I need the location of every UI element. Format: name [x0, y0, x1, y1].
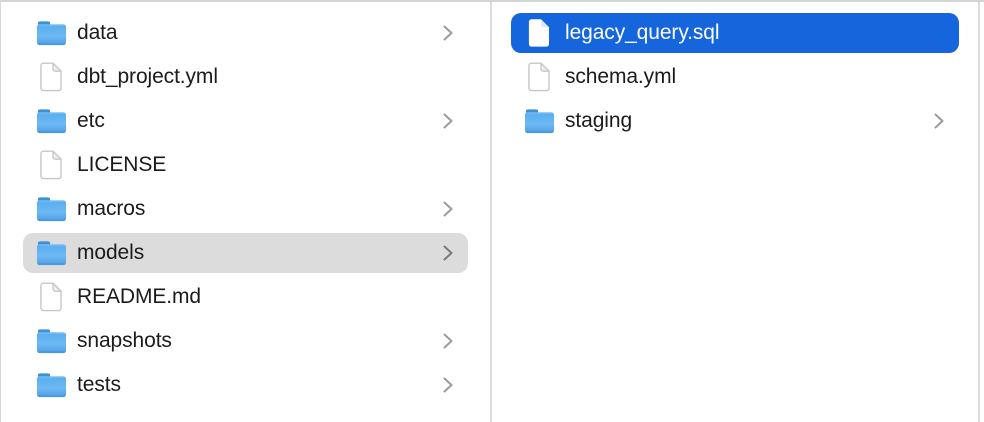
document-icon [523, 61, 555, 93]
file-row[interactable]: README.md [23, 277, 468, 317]
file-row[interactable]: macros [23, 189, 468, 229]
file-name: staging [565, 109, 633, 132]
file-name: schema.yml [565, 65, 677, 88]
folder-icon [35, 325, 67, 357]
chevron-right-icon [442, 332, 454, 350]
chevron-right-icon [442, 376, 454, 394]
file-row[interactable]: schema.yml [511, 57, 959, 97]
file-row[interactable]: LICENSE [23, 145, 468, 185]
document-icon [35, 149, 67, 181]
folder-icon [35, 105, 67, 137]
file-name: macros [77, 197, 146, 220]
chevron-right-icon [442, 200, 454, 218]
file-name: etc [77, 109, 105, 132]
file-name: models [77, 241, 145, 264]
file-row[interactable]: models [23, 233, 468, 273]
file-row[interactable]: etc [23, 101, 468, 141]
file-row[interactable]: snapshots [23, 321, 468, 361]
file-name: tests [77, 373, 121, 396]
file-name: README.md [77, 285, 201, 308]
models-parent-folder-column: data dbt_project.yml [1, 2, 490, 422]
file-name: legacy_query.sql [565, 21, 720, 44]
document-icon [35, 281, 67, 313]
folder-icon [35, 193, 67, 225]
file-name: snapshots [77, 329, 172, 352]
file-name: dbt_project.yml [77, 65, 218, 88]
file-row[interactable]: tests [23, 365, 468, 405]
file-row[interactable]: dbt_project.yml [23, 57, 468, 97]
models-folder-contents-column: legacy_query.sql schema.yml [492, 2, 978, 422]
chevron-right-icon [933, 112, 945, 130]
chevron-right-icon [442, 244, 454, 262]
column-divider [978, 2, 980, 422]
file-row[interactable]: legacy_query.sql [511, 13, 959, 53]
file-name: data [77, 21, 118, 44]
file-row[interactable]: data [23, 13, 468, 53]
column-divider [490, 2, 492, 422]
folder-icon [35, 369, 67, 401]
file-name: LICENSE [77, 153, 167, 176]
next-column-sliver [980, 2, 984, 422]
document-icon [523, 17, 555, 49]
document-icon [35, 61, 67, 93]
chevron-right-icon [442, 112, 454, 130]
chevron-right-icon [442, 24, 454, 42]
file-row[interactable]: staging [511, 101, 959, 141]
folder-icon [523, 105, 555, 137]
folder-icon [35, 17, 67, 49]
folder-icon [35, 237, 67, 269]
